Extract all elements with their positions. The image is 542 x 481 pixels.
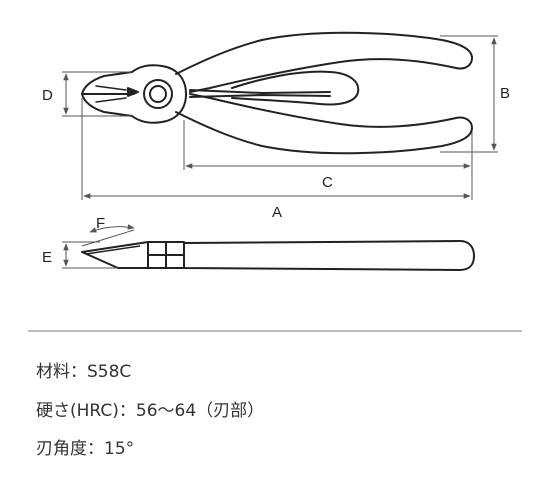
upper-grip-inner <box>231 70 360 106</box>
side-jaw <box>81 241 149 269</box>
label-c: C <box>322 174 333 191</box>
spec-material: 材料：S58C <box>36 362 132 382</box>
label-b: B <box>500 85 510 102</box>
upper-handle-outer <box>175 31 473 93</box>
side-handle <box>183 240 475 271</box>
lower-handle-outer <box>175 93 473 155</box>
pivot-rivet <box>143 79 173 109</box>
pliers-top-view <box>81 31 473 155</box>
lower-jaw <box>81 93 133 117</box>
label-d: D <box>42 87 53 104</box>
side-dimensions <box>62 224 135 269</box>
label-e: E <box>42 249 52 266</box>
label-f: F <box>96 215 105 232</box>
box-joint <box>131 64 187 124</box>
spec-blade-angle: 刃角度：15° <box>36 439 135 459</box>
top-dimensions <box>62 35 498 200</box>
label-a: A <box>272 204 282 221</box>
pliers-side-view <box>81 240 475 271</box>
spec-hardness: 硬さ(HRC)：56～64（刃部） <box>36 401 265 421</box>
